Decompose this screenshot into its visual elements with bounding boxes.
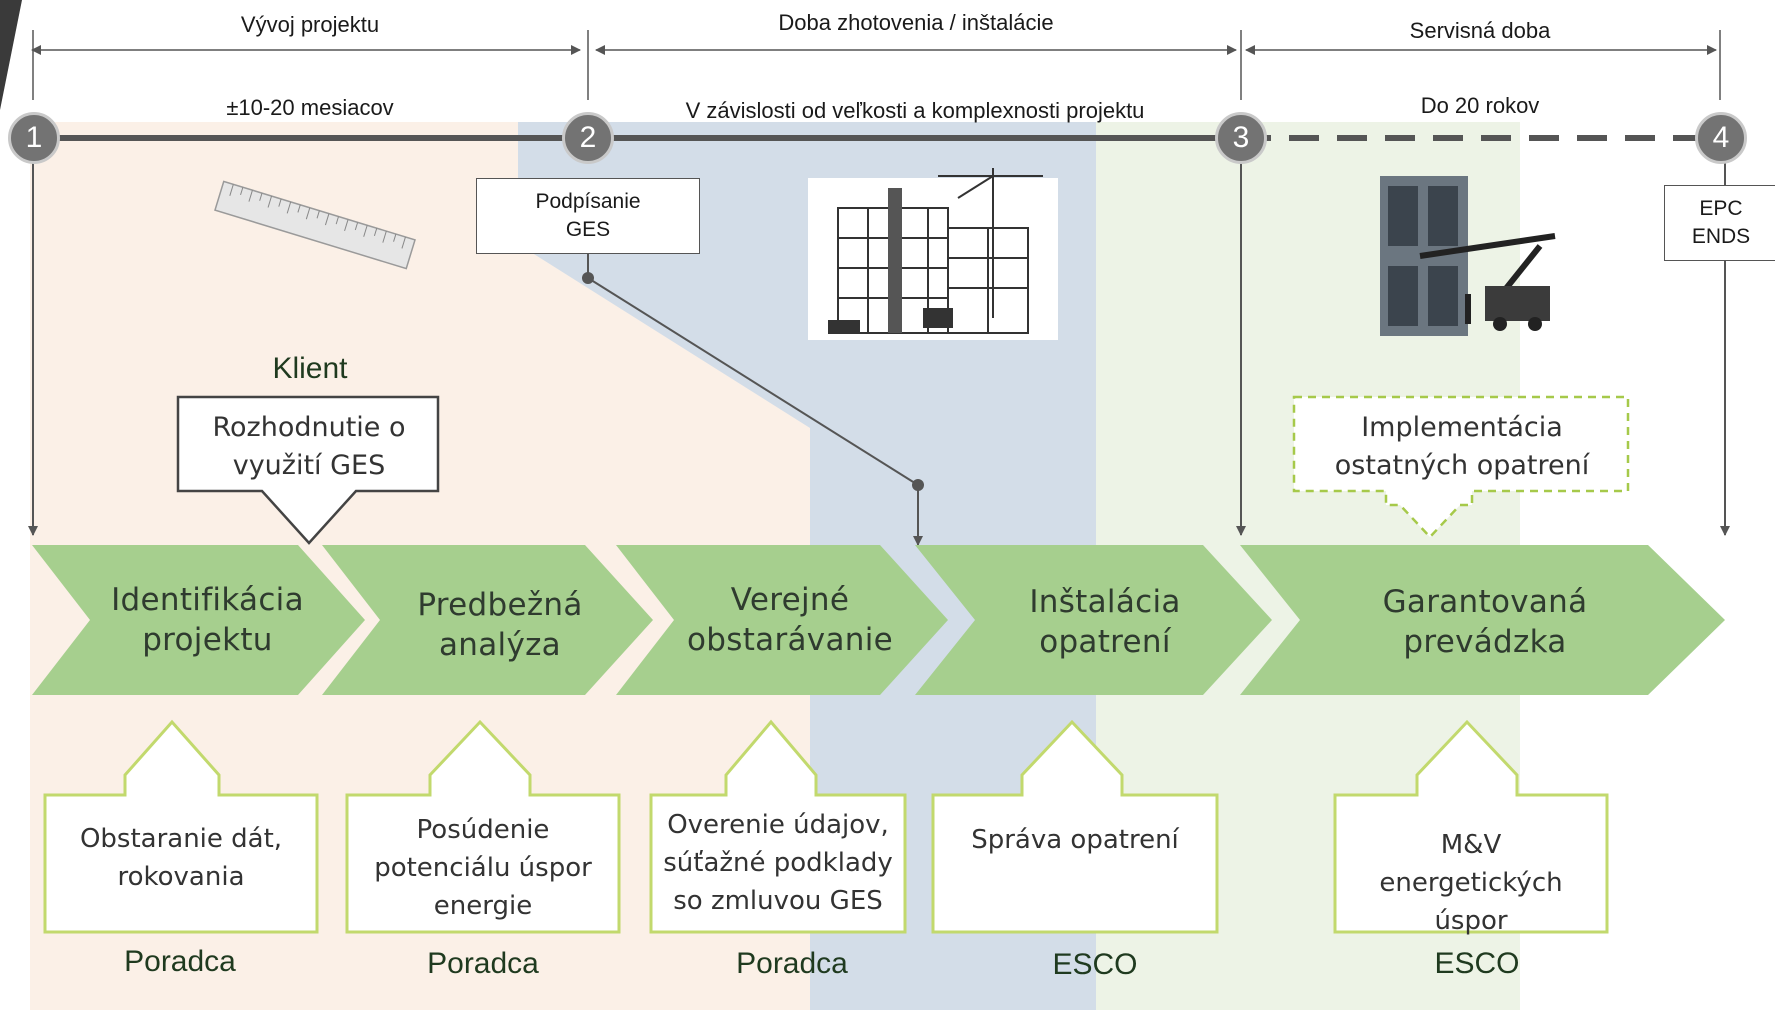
step-3-label: Verejné obstarávanie xyxy=(687,582,893,658)
milestone-4: 4 xyxy=(1695,112,1747,164)
step-4-label: Inštalácia opatrení xyxy=(1029,584,1181,660)
role-5: ESCO xyxy=(1434,947,1520,980)
role-3: Poradca xyxy=(736,947,848,980)
phase-1-duration: ±10-20 mesiacov xyxy=(226,95,394,120)
phase-3-header: Servisná doba xyxy=(1409,18,1551,43)
construction-site-icon xyxy=(808,168,1058,340)
milestone-2: 2 xyxy=(562,112,614,164)
corner-decoration xyxy=(0,0,22,110)
decision-callout-shape xyxy=(176,395,440,545)
epc-ends-box: EPC ENDS xyxy=(1664,185,1775,261)
phase-1-header: Vývoj projektu xyxy=(240,12,380,37)
ruler-icon xyxy=(214,180,416,270)
implementation-text: Implementácia ostatných opatrení xyxy=(1334,412,1590,481)
step-1-label: Identifikácia projektu xyxy=(111,582,304,658)
milestone-1: 1 xyxy=(8,112,60,164)
activity-1-text: Obstaranie dát, rokovania xyxy=(79,824,283,892)
maintenance-lift-icon xyxy=(1380,176,1556,336)
decision-text: Rozhodnutie o využití GES xyxy=(212,412,406,481)
activity-4-text: Správa opatrení xyxy=(971,825,1179,855)
role-2: Poradca xyxy=(427,947,539,980)
implementation-callout-shape xyxy=(1292,395,1630,539)
phase-2-duration: V závislosti od veľkosti a komplexnosti … xyxy=(685,98,1145,123)
role-4: ESCO xyxy=(1052,948,1138,981)
step-2-label: Predbežná analýza xyxy=(417,587,583,663)
client-label: Klient xyxy=(272,352,348,385)
phase-3-duration: Do 20 rokov xyxy=(1420,93,1540,118)
milestone-3: 3 xyxy=(1215,112,1267,164)
phase-2-header: Doba zhotovenia / inštalácie xyxy=(778,10,1054,35)
ges-signing-box: Podpísanie GES xyxy=(476,178,700,254)
activity-5-text: M&V energetických úspor xyxy=(1379,829,1563,936)
step-5-label: Garantovaná prevádzka xyxy=(1382,584,1588,660)
role-1: Poradca xyxy=(124,945,236,978)
activity-2-text: Posúdenie potenciálu úspor energie xyxy=(374,814,592,921)
activity-3-text: Overenie údajov, súťažné podklady so zml… xyxy=(663,809,893,916)
